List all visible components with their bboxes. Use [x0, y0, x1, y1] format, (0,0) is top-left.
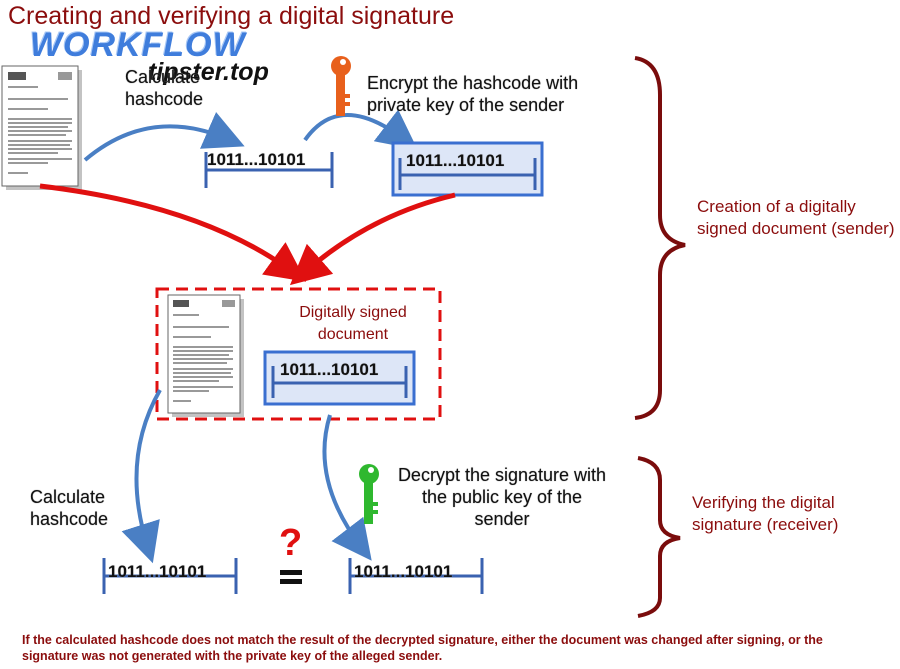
signed-document-frame: [155, 287, 442, 421]
calc-arrow-top: [83, 112, 245, 162]
red-arrow-right: [289, 192, 456, 286]
verifying-section-label: Verifying the digital signature (receive…: [692, 493, 839, 534]
question-icon: ?: [279, 522, 303, 564]
calculate-hashcode-top-label: Calculate hashcode: [125, 67, 204, 109]
hash-value-computed-bottom: 1011...10101: [108, 562, 207, 581]
encrypt-label: Encrypt the hashcode with private key of…: [367, 73, 579, 115]
page-title: Creating and verifying a digital signatu…: [8, 2, 455, 30]
signed-hash-box: [263, 350, 416, 406]
hash-value-in-document: 1011...10101: [280, 360, 379, 379]
hash-value-encrypted-top: 1011...10101: [406, 151, 505, 170]
watermark-site: tipster.top: [148, 58, 269, 86]
footer-note: If the calculated hashcode does not matc…: [22, 633, 823, 663]
public-key-icon: [359, 464, 379, 524]
document-icon: [1, 65, 82, 190]
creation-section-label: Creation of a digitally signed document …: [697, 197, 895, 238]
creation-brace: [634, 56, 686, 420]
private-key-icon: [331, 56, 351, 116]
hash-bar-decrypted-bottom: [348, 558, 484, 594]
calc-arrow-bottom: [121, 389, 162, 564]
calculate-hashcode-bottom-label: Calculate hashcode: [30, 487, 109, 529]
hash-value-decrypted-bottom: 1011...10101: [354, 562, 453, 581]
decrypt-arrow: [322, 414, 372, 561]
hash-bar-computed-bottom: [102, 558, 238, 594]
decrypt-label: Decrypt the signature with the public ke…: [397, 465, 607, 529]
signed-document-icon: [167, 294, 244, 417]
hash-value-computed-top: 1011...10101: [207, 150, 306, 169]
equals-icon: [280, 570, 302, 584]
encrypt-arrow: [303, 109, 418, 150]
watermark-workflow: WORKFLOW: [30, 26, 246, 64]
verifying-brace: [637, 456, 681, 618]
red-arrow-left: [39, 183, 307, 282]
signed-document-label: Digitally signed document: [299, 304, 407, 343]
hash-bar-computed-top: [204, 152, 334, 188]
encrypted-hash-box: [391, 141, 544, 197]
